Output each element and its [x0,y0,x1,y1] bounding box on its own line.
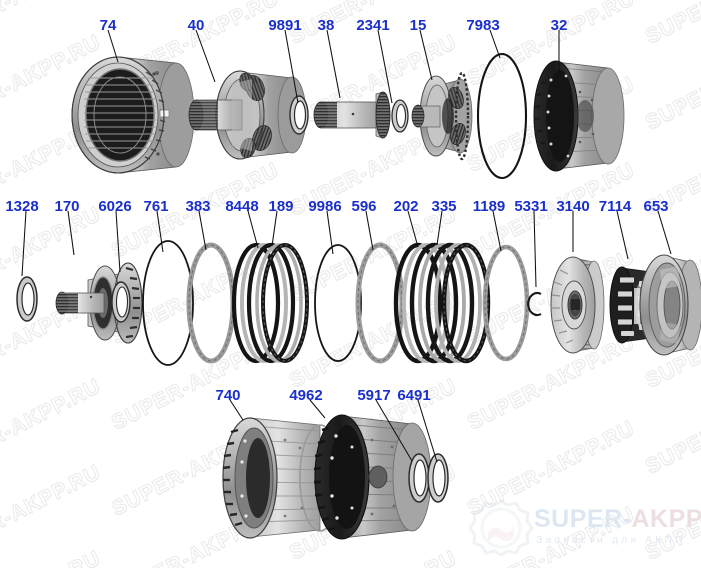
part-202 [393,242,450,364]
part-label-6491: 6491 [397,387,431,404]
part-3140 [550,256,605,354]
leader-line-38 [326,29,341,99]
leader-line-74 [107,29,119,63]
part-6491 [427,453,449,503]
part-label-74: 74 [99,17,117,34]
part-74 [71,56,195,174]
part-38 [313,91,391,139]
part-label-189: 189 [268,198,294,215]
leader-line-15 [419,29,433,81]
leader-line-202 [407,210,419,248]
leader-line-5331 [533,210,537,288]
part-label-1189: 1189 [472,198,506,215]
leader-line-4962 [309,399,326,419]
part-label-6026: 6026 [98,198,132,215]
part-label-761: 761 [143,198,169,215]
part-7983 [476,52,528,180]
leader-line-9986 [326,210,334,255]
part-label-9891: 9891 [268,17,302,34]
part-9986 [314,244,362,362]
part-4962 [313,414,432,540]
part-label-1328: 1328 [5,198,39,215]
leader-line-7114 [616,210,629,260]
leader-line-596 [365,210,374,251]
part-32 [533,60,625,172]
leader-line-1328 [21,210,27,277]
part-label-5331: 5331 [514,198,548,215]
part-740 [222,417,341,539]
part-label-3140: 3140 [556,198,590,215]
part-label-653: 653 [643,198,669,215]
part-label-4962: 4962 [289,387,323,404]
part-653 [639,254,701,356]
part-label-7983: 7983 [466,17,500,34]
part-label-38: 38 [317,17,335,34]
leader-line-653 [657,210,672,255]
leader-line-335 [436,210,443,246]
part-189 [255,243,309,363]
part-1328 [16,276,38,322]
leader-line-170 [67,210,75,256]
leader-line-6491 [417,399,438,463]
leader-line-40 [195,29,216,83]
part-label-202: 202 [393,198,419,215]
leader-line-8448 [247,210,259,249]
part-label-383: 383 [185,198,211,215]
part-label-32: 32 [550,17,568,34]
leader-line-2341 [377,29,393,104]
leader-line-740 [229,399,244,421]
leader-line-5917 [375,399,413,462]
leader-line-761 [156,210,164,253]
part-8448 [231,242,296,364]
part-label-8448: 8448 [225,198,259,215]
leader-line-9891 [284,29,299,104]
part-5331 [527,291,542,317]
leader-line-7983 [489,29,501,59]
part-15 [411,71,473,161]
part-1189 [482,244,530,362]
leader-line-383 [198,210,207,251]
part-2341 [391,99,409,133]
part-label-2341: 2341 [356,17,390,34]
part-6026 [111,281,131,323]
part-label-7114: 7114 [598,198,632,215]
part-5917 [408,453,430,503]
part-335 [409,242,491,364]
part-label-5917: 5917 [357,387,391,404]
part-label-9986: 9986 [308,198,342,215]
part-label-596: 596 [351,198,377,215]
part-9891 [289,95,309,135]
part-761 [142,240,194,366]
part-label-170: 170 [54,198,80,215]
part-label-15: 15 [409,17,427,34]
part-label-335: 335 [431,198,457,215]
part-label-740: 740 [215,387,241,404]
leader-line-189 [271,210,278,247]
leader-line-1189 [492,210,502,252]
leader-line-6026 [115,210,121,273]
part-label-40: 40 [187,17,205,34]
